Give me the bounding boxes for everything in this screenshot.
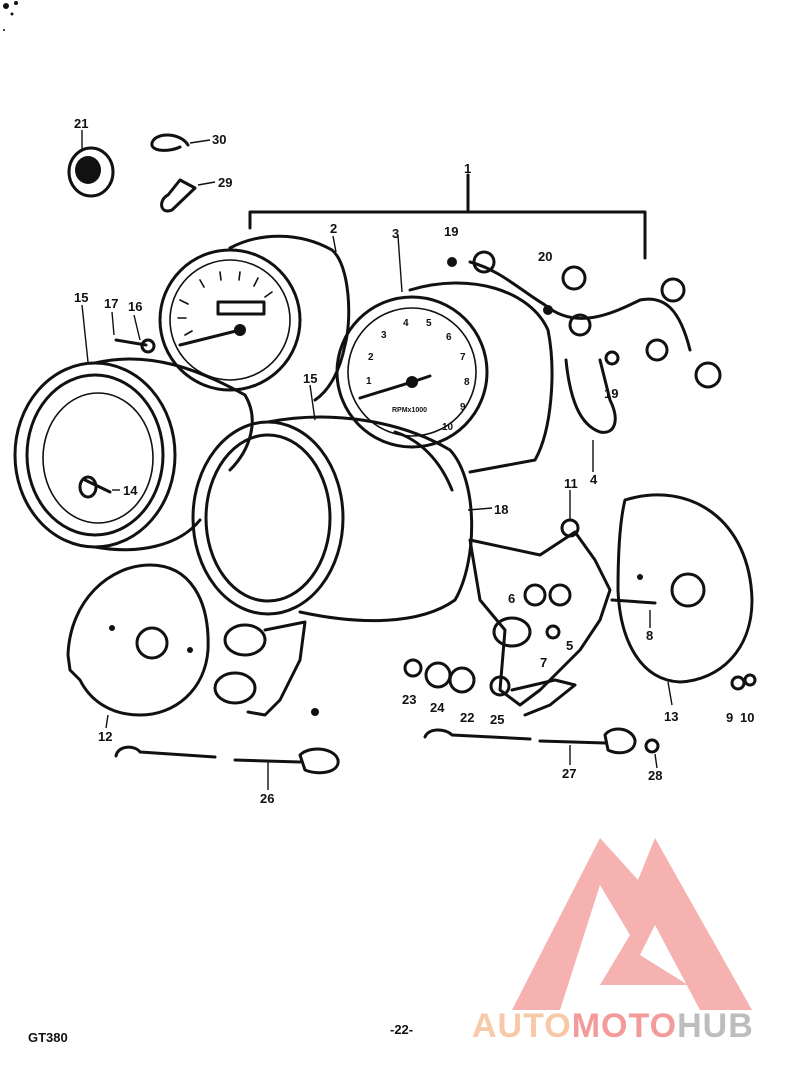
part-label-28: 28 <box>648 768 662 783</box>
part-label-16: 16 <box>128 299 142 314</box>
model-label: GT380 <box>28 1030 68 1045</box>
part-27-cable <box>423 727 660 769</box>
dial-number-5: 5 <box>426 318 432 329</box>
part-label-8: 8 <box>646 628 653 643</box>
part-label-27: 27 <box>562 766 576 781</box>
watermark-hub: HUB <box>677 1007 754 1045</box>
scan-specks <box>3 1 18 31</box>
part-label-12: 12 <box>98 729 112 744</box>
part-label-5: 5 <box>566 638 573 653</box>
part-15-right-bezel <box>191 384 493 623</box>
watermark-auto: AUTO <box>472 1007 572 1045</box>
part-13-plate <box>610 493 754 706</box>
part-label-21: 21 <box>74 116 88 131</box>
footer: GT380 -22- <box>28 1022 413 1045</box>
part-label-30: 30 <box>212 132 226 147</box>
part-label-23: 23 <box>402 692 416 707</box>
tachometer-dial-numbers: 1 2 3 4 5 6 7 8 9 10 RPMx1000 <box>366 318 470 433</box>
part-label-4: 4 <box>590 472 598 487</box>
watermark-triangle-icon <box>512 838 752 1010</box>
part-label-19b: 19 <box>604 386 618 401</box>
svg-text:AUTOMOTOHUB: AUTOMOTOHUB <box>472 1007 754 1045</box>
part-29-bracket <box>160 178 216 213</box>
page-number: -22- <box>390 1022 413 1037</box>
part-label-20: 20 <box>538 249 552 264</box>
part-label-9: 9 <box>726 710 733 725</box>
watermark-moto: MOTO <box>572 1007 677 1045</box>
part-30-clip <box>150 133 211 152</box>
part-label-14: 14 <box>123 483 138 498</box>
parts-9-10 <box>730 673 757 691</box>
part-label-17: 17 <box>104 296 118 311</box>
dial-number-2: 2 <box>368 352 374 363</box>
part-label-3: 3 <box>392 226 399 241</box>
part-label-13: 13 <box>664 709 678 724</box>
part-label-25: 25 <box>490 712 504 727</box>
dial-number-1: 1 <box>366 376 372 387</box>
dial-number-6: 6 <box>446 332 452 343</box>
part-label-6: 6 <box>508 591 515 606</box>
part-labels: 1 2 3 4 5 6 7 8 9 10 11 12 13 14 15 15 1… <box>74 116 754 806</box>
part-26-cable <box>114 745 340 790</box>
part-label-18: 18 <box>494 502 508 517</box>
part-11-center-plate <box>468 490 612 707</box>
part-4-harness <box>447 250 722 472</box>
part-2-speedometer <box>158 234 351 402</box>
part-label-10: 10 <box>740 710 754 725</box>
dial-number-3: 3 <box>381 330 387 341</box>
dial-number-9: 9 <box>460 402 466 413</box>
part-12-plate <box>66 563 210 729</box>
part-label-7: 7 <box>540 655 547 670</box>
part-label-26: 26 <box>260 791 274 806</box>
part-label-11: 11 <box>564 476 578 491</box>
socket-bracket <box>213 620 319 717</box>
part-label-15b: 15 <box>303 371 317 386</box>
part-21-knob <box>67 130 115 198</box>
dial-number-4: 4 <box>403 318 409 329</box>
dial-unit-text: RPMx1000 <box>392 407 427 414</box>
part-3-tachometer <box>335 235 554 474</box>
part-label-24: 24 <box>430 700 445 715</box>
dial-number-7: 7 <box>460 352 466 363</box>
dial-number-10: 10 <box>442 422 454 433</box>
bulbs-22-25 <box>403 658 577 717</box>
part-label-29: 29 <box>218 175 232 190</box>
part-16-17-screws <box>111 311 156 354</box>
assembly-bracket <box>248 173 647 260</box>
part-label-1: 1 <box>464 161 471 176</box>
part-label-19a: 19 <box>444 224 458 239</box>
dial-number-8: 8 <box>464 377 470 388</box>
part-label-22: 22 <box>460 710 474 725</box>
watermark-logo: AUTOMOTOHUB <box>472 838 754 1045</box>
part-label-15a: 15 <box>74 290 88 305</box>
part-label-2: 2 <box>330 221 337 236</box>
